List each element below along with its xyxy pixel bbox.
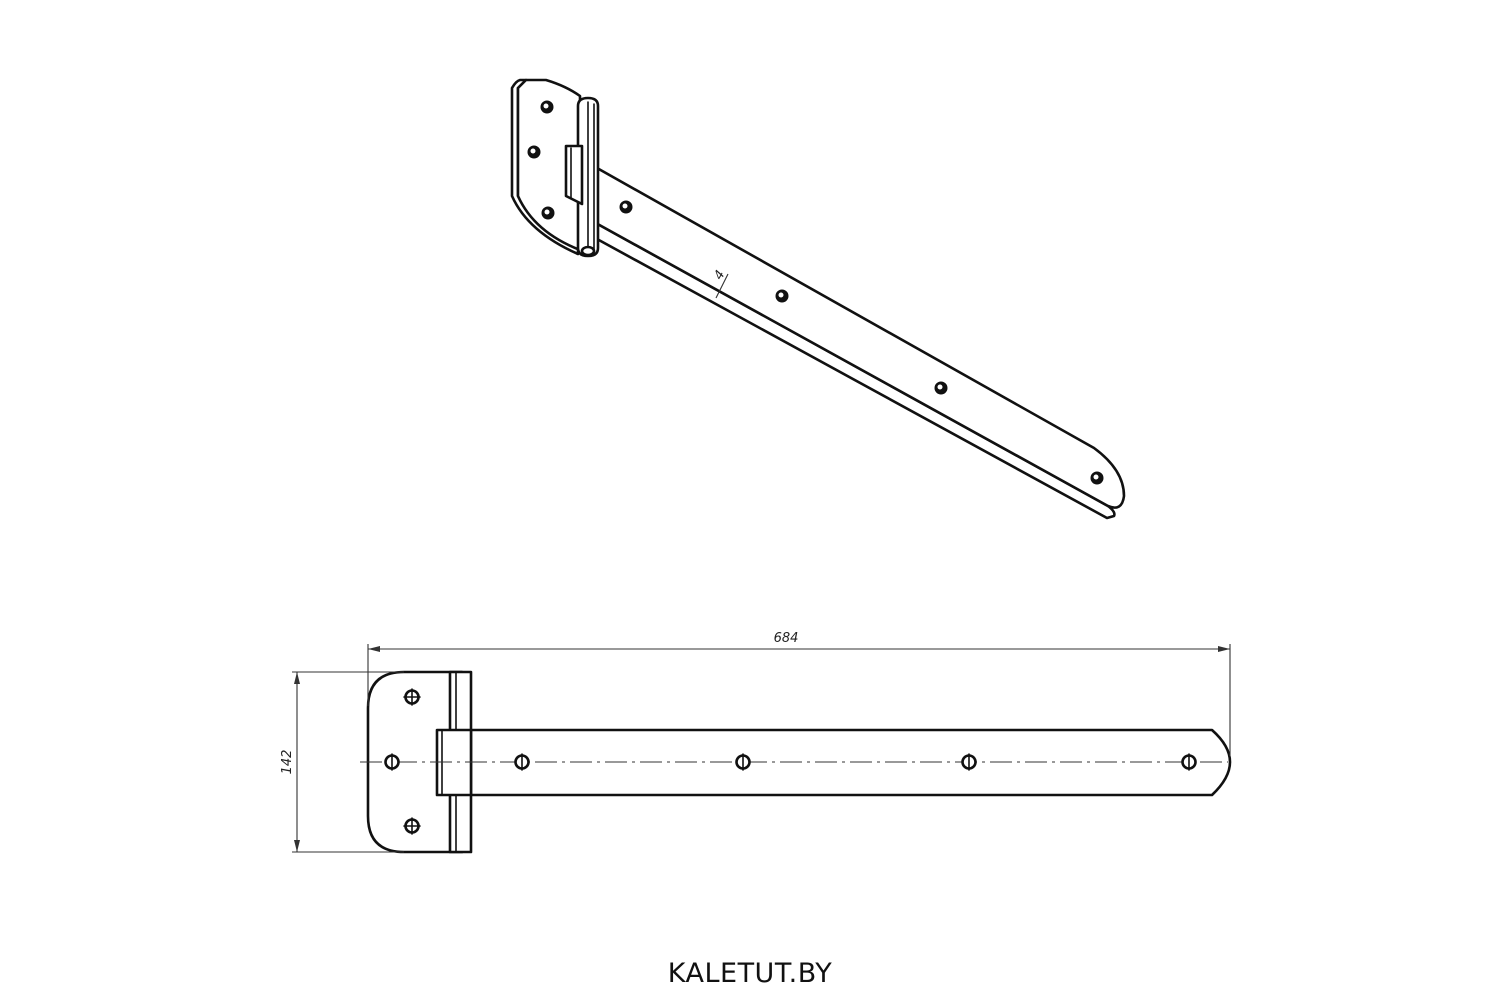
height-dimension: 142 [280,671,404,853]
isometric-view: 4 [510,78,1126,520]
height-dimension-label: 142 [280,750,295,775]
iso-knuckle [564,144,584,206]
iso-pin-end [580,245,596,257]
brand-watermark: KALETUT.BY [667,958,833,989]
iso-strap [592,166,1126,509]
front-view: 684 142 [280,631,1232,854]
iso-thickness-leader [715,273,729,299]
length-dimension-label: 684 [774,631,799,646]
length-dimension: 684 [367,631,1231,756]
